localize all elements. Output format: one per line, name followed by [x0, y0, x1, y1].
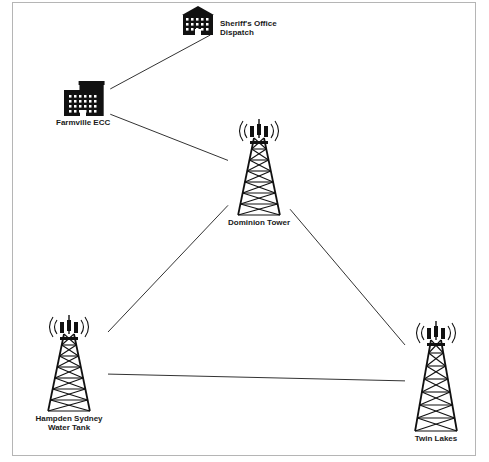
link-line	[110, 35, 210, 89]
link-line	[290, 209, 405, 345]
site-label: Hampden Sydney Water Tank	[30, 414, 108, 432]
tower-icon	[38, 314, 100, 412]
link-line	[108, 205, 228, 332]
building-node: Farmville ECC	[56, 80, 110, 127]
site-label: Dominion Tower	[228, 218, 290, 227]
site-label: Twin Lakes	[415, 434, 458, 443]
building-icon	[61, 80, 105, 116]
site-label: Sheriff's Office Dispatch	[220, 19, 302, 37]
radio-tower-node: Twin Lakes	[405, 320, 467, 443]
building-node: Sheriff's Office Dispatch	[178, 3, 302, 35]
tower-icon	[405, 320, 467, 432]
link-line	[110, 114, 228, 160]
tower-icon	[228, 118, 290, 216]
radio-tower-node: Dominion Tower	[228, 118, 290, 227]
radio-tower-node: Hampden Sydney Water Tank	[30, 314, 108, 432]
link-line	[108, 374, 405, 381]
site-label: Farmville ECC	[56, 118, 110, 127]
frame-rect	[13, 3, 476, 456]
building-icon	[178, 3, 218, 35]
